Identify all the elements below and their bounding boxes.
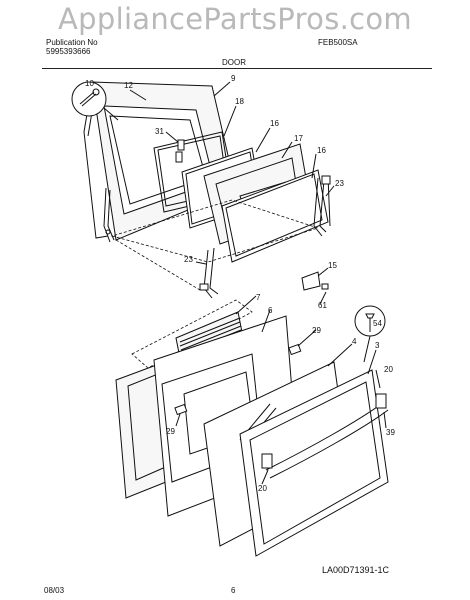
- header-rule: [42, 68, 432, 69]
- part-outer-door-frame: [239, 369, 389, 557]
- callout-54: 54: [373, 319, 382, 328]
- callout-15: 15: [328, 261, 337, 270]
- model-number: FEB500SA: [318, 38, 358, 47]
- part-hinge-right: [313, 175, 331, 237]
- watermark: AppliancePartsPros.com: [58, 2, 412, 36]
- callout-39: 39: [386, 428, 395, 437]
- publication-label: Publication No: [46, 38, 98, 47]
- callout-61: 61: [318, 301, 327, 310]
- callout-10: 10: [85, 79, 94, 88]
- callout-16-front: 16: [270, 119, 279, 128]
- part-hinge-left: [103, 187, 115, 243]
- callout-16-rear: 16: [317, 146, 326, 155]
- callout-6: 6: [268, 306, 273, 315]
- callout-23-right: 23: [335, 179, 344, 188]
- part-screw-detail: [71, 81, 119, 121]
- part-handle: [261, 393, 389, 479]
- publication-number: 5995393666: [46, 47, 91, 56]
- callout-20-right: 20: [384, 365, 393, 374]
- footer-page-number: 6: [231, 586, 236, 595]
- callout-20-left: 20: [258, 484, 267, 493]
- upper-dashed-guide: [115, 239, 201, 291]
- figure-id: LA00D71391-1C: [322, 565, 390, 575]
- callout-17: 17: [294, 134, 303, 143]
- part-glass-rear: [221, 169, 329, 263]
- callout-29-left: 29: [166, 427, 175, 436]
- callout-9: 9: [231, 74, 236, 83]
- part-hinge-lower: [199, 247, 219, 299]
- callout-labels: 10 12 9 18 31 16 17 16 23 23 15 61 7 6 2…: [85, 74, 395, 493]
- callout-23-left: 23: [184, 255, 193, 264]
- callout-29-right: 29: [312, 326, 321, 335]
- callout-18: 18: [235, 97, 244, 106]
- callout-12: 12: [124, 81, 133, 90]
- callout-7: 7: [256, 293, 261, 302]
- callout-3: 3: [375, 341, 380, 350]
- leader-lines: [129, 81, 387, 485]
- section-title: DOOR: [222, 58, 246, 67]
- callout-4: 4: [352, 337, 357, 346]
- part-spacer: [174, 343, 302, 416]
- part-bracket: [301, 271, 329, 291]
- footer-date: 08/03: [44, 586, 65, 595]
- part-screw-detail-2: [354, 305, 386, 363]
- upper-dashed-outline: [110, 199, 320, 263]
- part-clips: [175, 139, 185, 163]
- callout-31: 31: [155, 127, 164, 136]
- lower-dashed-outline: [131, 299, 253, 369]
